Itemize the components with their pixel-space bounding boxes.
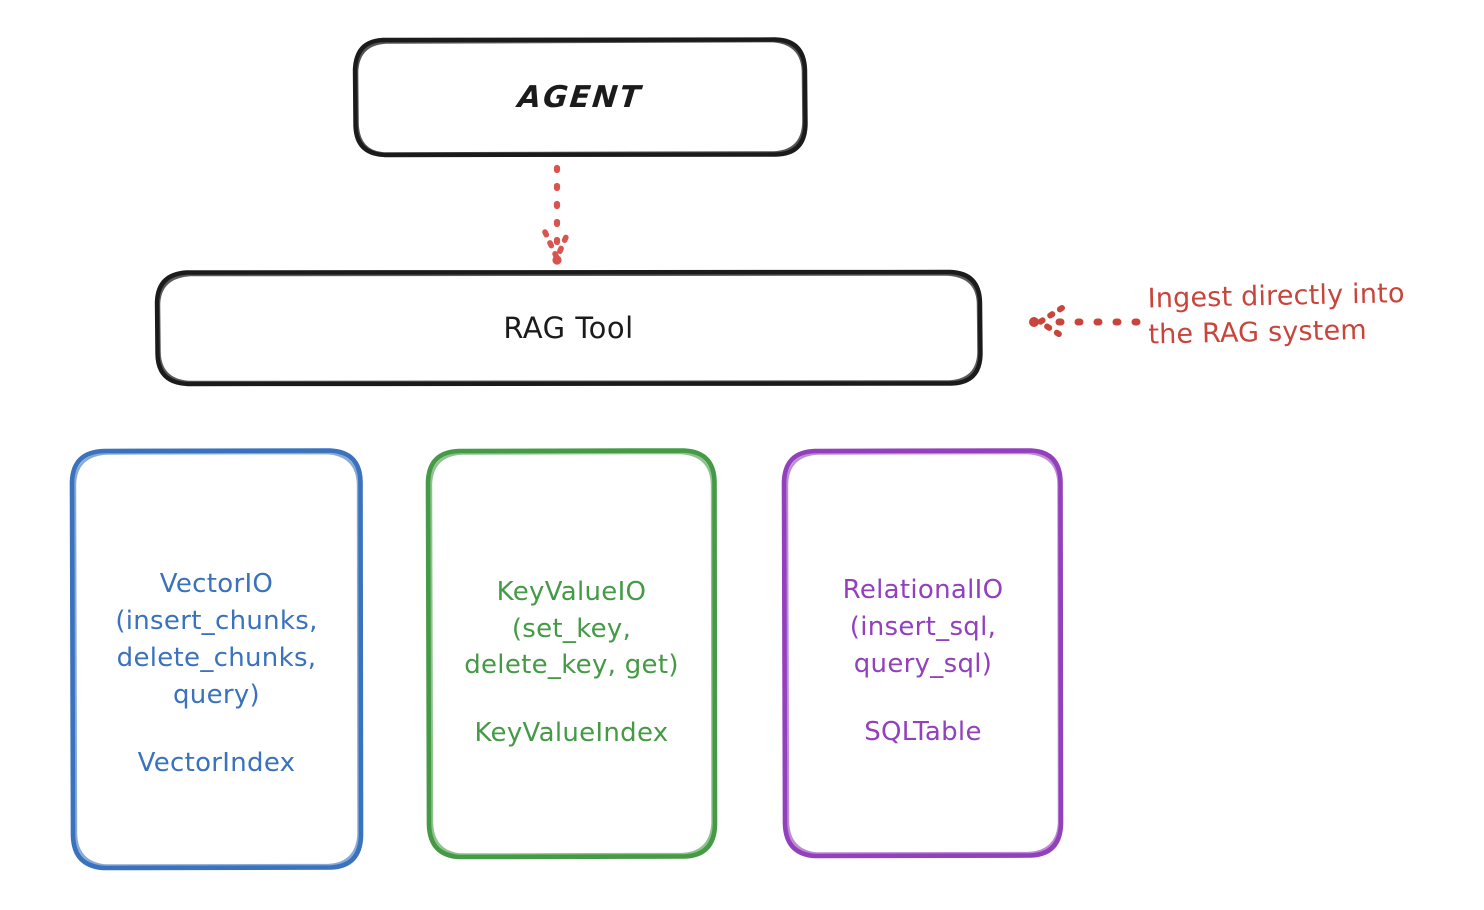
relational-io-node[interactable]: RelationalIO (insert_sql, query_sql) SQL… bbox=[785, 450, 1061, 855]
agent-node[interactable]: AGENT bbox=[355, 39, 805, 155]
key-value-io-node[interactable]: KeyValueIO (set_key, delete_key, get) Ke… bbox=[428, 450, 715, 856]
key-value-index-label: KeyValueIndex bbox=[474, 718, 669, 749]
vector-io-node[interactable]: VectorIO (insert_chunks, delete_chunks, … bbox=[72, 450, 361, 868]
key-value-io-label: KeyValueIO (set_key, delete_key, get) bbox=[464, 576, 679, 681]
relational-io-label: RelationalIO (insert_sql, query_sql) bbox=[842, 575, 1004, 679]
key-value-io-box-outline bbox=[425, 448, 718, 860]
agent-label: AGENT bbox=[516, 79, 644, 115]
annotation-to-rag-connector bbox=[1029, 305, 1141, 339]
rag-tool-label: RAG Tool bbox=[503, 311, 634, 345]
rag-tool-box-outline bbox=[154, 269, 983, 387]
sql-table-label: SQLTable bbox=[864, 716, 982, 747]
agent-to-rag-connector bbox=[542, 164, 572, 265]
agent-box-outline bbox=[352, 37, 808, 158]
vector-io-box-outline bbox=[69, 448, 364, 871]
rag-tool-node[interactable]: RAG Tool bbox=[157, 272, 980, 384]
relational-io-box-outline bbox=[781, 448, 1064, 859]
ingest-annotation-text: Ingest directly into the RAG system bbox=[1147, 278, 1405, 351]
vector-io-label: VectorIO (insert_chunks, delete_chunks, … bbox=[115, 569, 318, 710]
vector-index-label: VectorIndex bbox=[137, 747, 296, 778]
